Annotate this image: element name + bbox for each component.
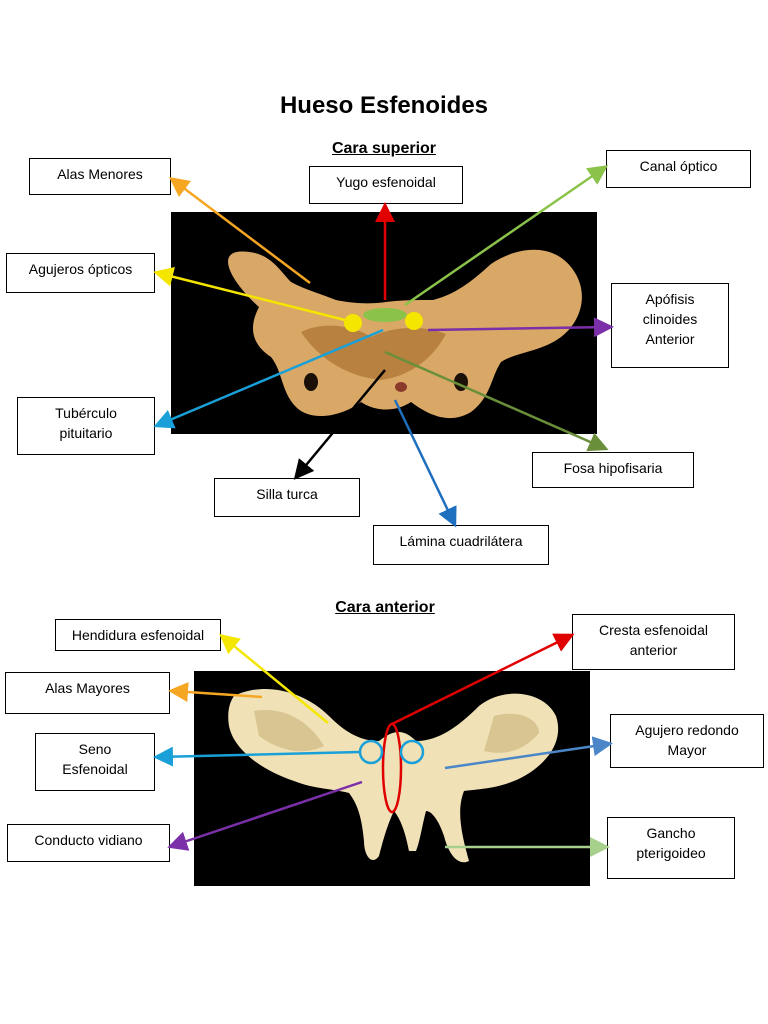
cresta-marker [381,722,403,814]
label-tuberculo-pituitario: Tubérculo pituitario [17,397,155,455]
arrow-alas-mayores [168,682,263,702]
arrow-agujero-redondo [444,736,613,770]
label-line: clinoides [642,311,698,327]
label-line: Seno [78,741,112,757]
label-line: Gancho [646,825,696,841]
arrow-cresta [391,633,575,726]
label-agujeros-opticos: Agujeros ópticos [6,253,155,293]
bone-shade [301,325,446,380]
seno-marker-left [358,739,384,765]
arrow-hendidura [219,633,329,724]
heading-superior: Cara superior [331,140,437,157]
page-title: Hueso Esfenoides [279,92,489,119]
label-line: Agujero redondo [635,722,739,738]
optic-foramen-right-marker [405,312,423,330]
seno-marker-right [399,739,425,765]
label-silla-turca: Silla turca [214,478,360,517]
label-seno-esfenoidal: Seno Esfenoidal [35,733,155,791]
arrow-conducto [167,780,363,851]
wing-shade-left [254,710,324,752]
arrow-silla-turca [293,369,386,480]
label-fosa-hipofisaria: Fosa hipofisaria [532,452,694,488]
arrow-seno [153,746,361,767]
label-lamina-cuadrilatera: Lámina cuadrilátera [373,525,549,565]
label-hendidura-esfenoidal: Hendidura esfenoidal [55,619,221,651]
label-agujero-redondo: Agujero redondo Mayor [610,714,764,768]
label-conducto-vidiano: Conducto vidiano [7,824,170,862]
heading-anterior: Cara anterior [335,599,435,616]
label-line: pituitario [59,425,113,441]
arrow-apofisis [427,317,614,338]
label-line: pterigoideo [636,845,706,861]
foramen-left [304,373,318,391]
label-yugo-esfenoidal: Yugo esfenoidal [309,166,463,204]
arrow-agujeros-opticos [153,266,346,322]
label-line: anterior [629,642,678,658]
optic-foramen-left-marker [344,314,362,332]
yugo-marker [363,308,407,322]
label-cresta-esfenoidal: Cresta esfenoidal anterior [572,614,735,670]
arrow-lamina [393,399,457,528]
label-line: Apófisis [645,291,695,307]
label-line: Cresta esfenoidal [599,622,708,638]
arrow-canal-optico [404,165,609,307]
label-apofisis-clinoides: Apófisis clinoides Anterior [611,283,729,368]
label-alas-menores: Alas Menores [29,158,171,195]
fossa-mark [395,382,407,392]
photo-anterior [194,671,590,886]
wing-shade-right [484,713,539,753]
arrow-tuberculo [153,328,384,429]
label-gancho-pterigoideo: Gancho pterigoideo [607,817,735,879]
label-line: Tubérculo [55,405,117,421]
label-canal-optico: Canal óptico [606,150,751,188]
label-alas-mayores: Alas Mayores [5,672,170,714]
label-line: Esfenoidal [62,761,128,777]
sphenoid-anterior-illustration [228,688,559,863]
sphenoid-superior-illustration [228,249,582,419]
arrow-fosa [384,350,609,452]
arrow-alas-menores [169,176,311,284]
label-line: Anterior [645,331,695,347]
label-line: Mayor [667,742,707,758]
